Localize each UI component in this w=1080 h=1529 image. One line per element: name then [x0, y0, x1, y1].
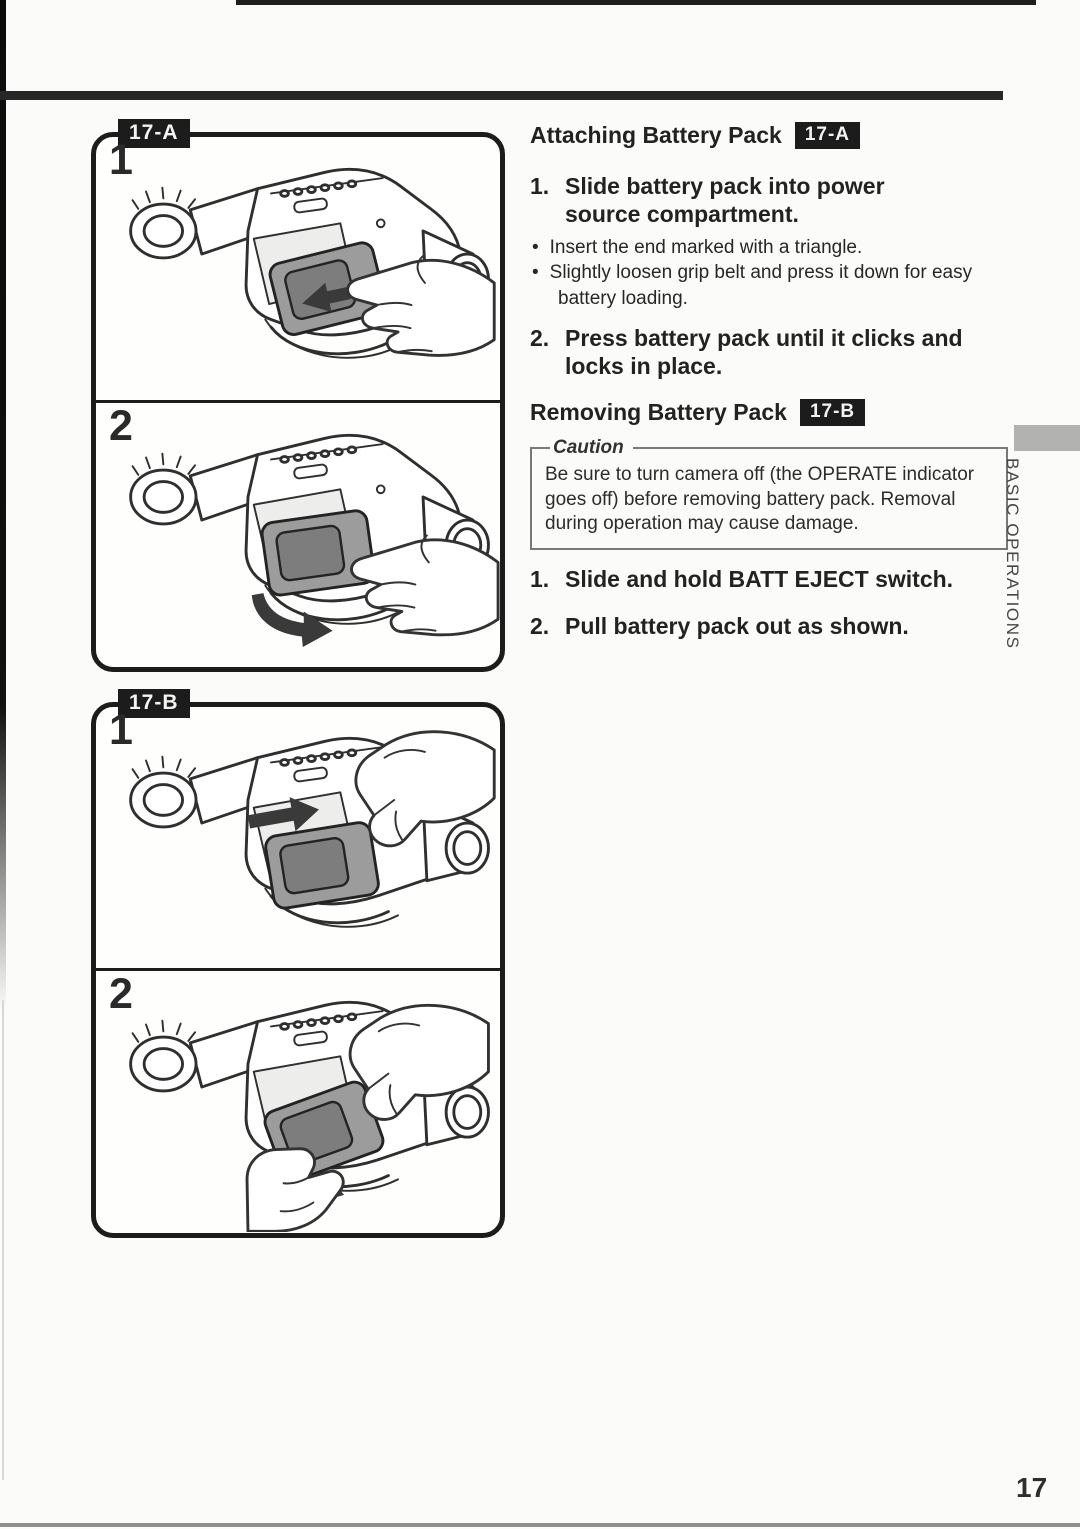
step-number: 2.: [530, 613, 550, 640]
battery-pack: [262, 819, 382, 912]
illustration-slide-eject: [129, 730, 496, 929]
panel-step-number: 1: [109, 137, 133, 184]
direction-arrow-icon: [302, 282, 351, 312]
step-pull-battery: 2. Pull battery pack out as shown.: [530, 612, 1010, 640]
step-number: 1.: [530, 566, 550, 593]
step-slide-battery: 1. Slide battery pack into power source …: [530, 172, 1010, 228]
figure-17a-panel-1: 1: [96, 137, 500, 400]
figure-badge-17b: 17-B: [118, 689, 190, 719]
instructions-column: Attaching Battery Pack 17-A 1. Slide bat…: [530, 122, 1010, 640]
panel-divider: [96, 968, 500, 971]
figure-box-17b: 17-B 1 2: [91, 689, 505, 1238]
panel-divider: [96, 400, 500, 403]
step-text: Pull battery pack out as shown.: [565, 613, 909, 640]
figure-badge-17a: 17-A: [118, 119, 190, 149]
step-slide-eject: 1. Slide and hold BATT EJECT switch.: [530, 565, 1010, 593]
illustration-insert-battery: [129, 167, 496, 360]
figure-ref-badge: 17-A: [794, 122, 860, 149]
panel-step-number: 1: [109, 707, 133, 754]
step-text: Slide battery pack into power source com…: [565, 173, 885, 228]
bullet-item: Slightly loosen grip belt and press it d…: [532, 260, 984, 311]
page-left-edge: [0, 0, 6, 1010]
hand: [245, 1147, 345, 1232]
illustration-pull-battery: [129, 1000, 490, 1232]
page-top-edge: [236, 0, 1036, 5]
figure-17a-panel-2: 2: [96, 403, 500, 666]
page-number: 17: [1016, 1472, 1048, 1503]
heading-removing-battery-pack: Removing Battery Pack 17-B: [530, 399, 1010, 426]
heading-text: Removing Battery Pack: [530, 398, 787, 425]
step-bullets: Insert the end marked with a triangle. S…: [532, 235, 1010, 311]
step-text: Slide and hold BATT EJECT switch.: [565, 566, 954, 593]
panel-step-number: 2: [109, 971, 133, 1018]
panel-step-number: 2: [109, 403, 133, 450]
step-text: Press battery pack until it clicks and l…: [565, 324, 963, 379]
illustration-press-battery: [129, 433, 500, 648]
page-bottom-edge: [0, 1523, 1080, 1527]
figure-ref-badge: 17-B: [799, 399, 866, 426]
step-press-battery: 2. Press battery pack until it clicks an…: [530, 324, 1010, 380]
step-number: 1.: [530, 173, 550, 199]
figure-17b-panel-2: 2: [96, 971, 500, 1232]
page-left-edge-faint: [2, 1000, 4, 1480]
heading-text: Attaching Battery Pack: [530, 122, 782, 148]
direction-arrow-icon: [251, 593, 333, 648]
chapter-label: BASIC OPERATIONS: [1003, 458, 1022, 650]
section-divider-rule: [0, 91, 1003, 100]
figure-box-17a: 17-A 1 2: [91, 119, 505, 672]
caution-label: Caution: [553, 436, 624, 458]
figure-17b-panel-1: 1: [96, 707, 500, 968]
battery-pack: [259, 507, 377, 598]
caution-text: Be sure to turn camera off (the OPERATE …: [545, 463, 975, 535]
bullet-item: Insert the end marked with a triangle.: [532, 235, 984, 260]
heading-attaching-battery-pack: Attaching Battery Pack 17-A: [530, 122, 1010, 149]
chapter-tab: [1014, 425, 1080, 451]
step-number: 2.: [530, 324, 550, 351]
caution-box: Caution Be sure to turn camera off (the …: [530, 436, 1008, 551]
